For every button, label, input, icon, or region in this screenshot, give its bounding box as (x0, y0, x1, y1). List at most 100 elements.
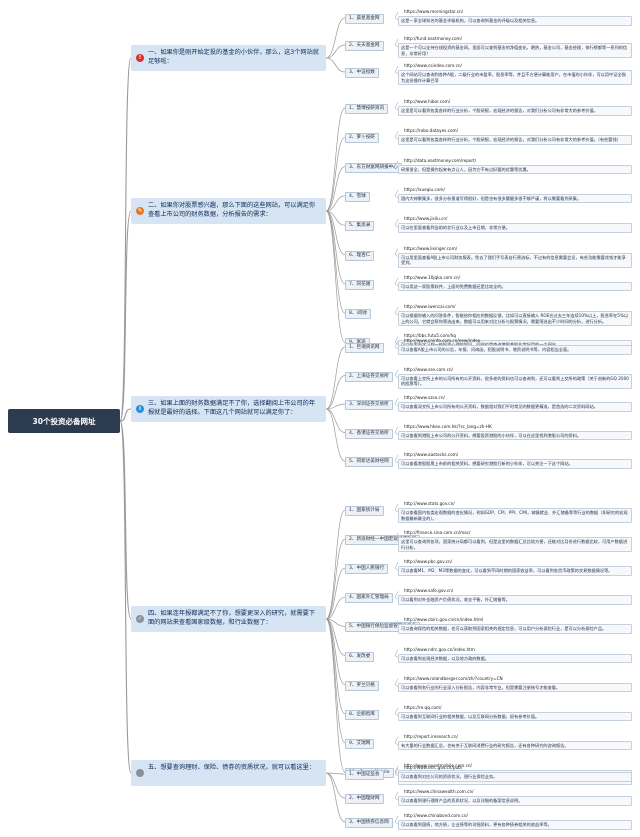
website-url-link[interactable]: http://www.10jqka.com.cn/ (404, 274, 461, 280)
website-description: 可以查看M1、M2、M3等数据的变化，可以看到不同时期的国家收益率，可以看到各货… (398, 566, 632, 576)
connector-line (325, 596, 346, 620)
connector-line (325, 618, 346, 627)
connector-line (394, 765, 399, 773)
sub-node: 2、天天基金网 (345, 41, 384, 51)
connector-line (394, 684, 399, 687)
connector-line (119, 210, 132, 422)
website-url-link[interactable]: https://re.qq.com/ (404, 704, 442, 710)
website-url-link[interactable]: http://report.iresearch.cn/ (404, 733, 458, 739)
sub-node: 7、罗兰贝格 (345, 680, 379, 691)
connector-line (325, 44, 346, 59)
branch-marker-icon: ✓ (136, 615, 144, 623)
connector-line (394, 369, 399, 376)
connector-line (394, 403, 399, 407)
website-url-link[interactable]: http://www.pbc.gov.cn/ (404, 559, 453, 565)
connector-line (394, 375, 399, 378)
sub-node: 4、香港证券交易所 (345, 428, 393, 439)
sub-node: 8、i问财 (345, 309, 371, 320)
website-url-link[interactable]: http://www.safe.gov.cn/ (404, 588, 454, 594)
connector-line (394, 713, 399, 716)
connector-line (394, 71, 399, 75)
connector-line (325, 375, 346, 410)
connector-line (394, 821, 399, 825)
connector-line (394, 254, 399, 257)
connector-line (394, 397, 399, 405)
branch-node-1: ! 一、如果你是刚开始定投的基金的小伙伴，那么，这3个网站就足够啦： (131, 45, 326, 71)
website-url-link[interactable]: https://bbs.futu5.com/hq (404, 333, 456, 339)
branch-marker-icon (136, 769, 144, 777)
connector-line (394, 426, 399, 433)
connector-line (394, 791, 399, 799)
connector-line (119, 420, 132, 620)
website-url-link[interactable]: http://finance.sina.com.cn/mac/ (404, 530, 471, 536)
website-url-link[interactable]: https://www.rolandberger.com/zh/?country… (404, 675, 503, 681)
connector-line (394, 655, 399, 658)
sub-node: 1、巨潮资讯网 (345, 343, 384, 353)
website-description: 可以查看到国债，地方债，企业债等的详细资料，更有各种债券相关的收益率等。 (398, 820, 632, 830)
website-url-link[interactable]: http://data.eastmoney.com/report/ (404, 157, 477, 163)
website-url-link[interactable]: http://www.chinabond.com.cn/ (404, 813, 468, 818)
connector-line (394, 707, 399, 714)
sub-node: 9、艾瑞网 (345, 738, 375, 749)
sub-node: 5、集思录 (345, 221, 375, 232)
website-url-link[interactable]: https://xueqiu.com/ (404, 186, 445, 192)
connector-line (394, 224, 399, 228)
sub-node: 4、国家外汇管理局 (345, 593, 393, 604)
connector-line (394, 773, 399, 777)
website-url-link[interactable]: https://www.chinawealth.com.cn/ (404, 789, 474, 794)
branch-label: 一、如果你是刚开始定投的基金的小伙伴，那么，这3个网站就足够啦： (148, 49, 319, 65)
connector-line (394, 503, 399, 511)
connector-line (394, 342, 399, 345)
website-url-link[interactable]: http://www.iwencai.com/ (404, 304, 456, 310)
connector-line (394, 649, 399, 656)
website-description: 可以查看A股上市公司的公告，年报、问询函，招股说明书、增资说明书等，内容相当全面… (398, 345, 632, 355)
connector-line (394, 312, 399, 316)
connector-line (394, 283, 399, 287)
website-url-link[interactable]: http://www.ndrc.gov.cn/index.htm (404, 646, 475, 652)
website-url-link[interactable]: http://www.hibor.com/ (404, 99, 451, 104)
website-description: 这是一家全球知名的基金评级机构，可以查询到基金的评级以及相关信息。 (398, 16, 632, 26)
website-url-link[interactable]: http://fund.eastmoney.com/ (404, 36, 463, 41)
website-description: 可以查询保险的相关数据，也可以获取到国家相关的规定信息，可以用户分析保险行业，是… (398, 624, 632, 634)
website-url-link[interactable]: https://www.hkex.com.hk/?sc_lang=zh-HK (404, 423, 492, 429)
connector-line (325, 408, 346, 462)
website-url-link[interactable]: http://www.aastocks.com/ (404, 452, 459, 457)
website-description: 可以用里面查看A股上市公司财务报表，免去了我们手写表自行筛选标，不过有的信息需要… (398, 252, 632, 268)
website-description: 可以查看深交所上市公司所有的公开资料，数据相对我们平时常见的数据更精准，是首选的… (398, 402, 632, 412)
website-description: 可以看到对外金融资产负债状况，收支平衡，外汇储备等。 (398, 595, 632, 605)
website-url-link[interactable]: https://www.jisilu.cn/ (404, 216, 448, 222)
website-url-link[interactable]: http://www.csindex.com.cn/ (404, 63, 462, 68)
website-url-link[interactable]: http://www.szse.cn/ (404, 395, 445, 400)
connector-line (394, 189, 399, 197)
website-url-link[interactable]: https://www.morningstar.cn/ (404, 9, 464, 14)
website-url-link[interactable]: http://www.cninfo.com.cn/new/index (404, 338, 481, 343)
sub-node: 6、理杏仁 (345, 250, 375, 261)
connector-line (325, 618, 346, 773)
website-url-link[interactable]: http://www.stats.gov.cn/ (404, 501, 455, 506)
connector-line (325, 57, 346, 73)
connector-line (325, 136, 346, 212)
connector-line (394, 346, 399, 350)
connector-line (325, 17, 346, 59)
website-url-link[interactable]: http://www.csrc.gov.cn/pub/ (404, 765, 463, 770)
connector-line (394, 736, 399, 743)
website-url-link[interactable]: https://robo.datayes.com/ (404, 128, 459, 134)
connector-line (394, 562, 399, 569)
branch-node-4: ✓四、如果连年报都满足不了你，想要更深入的研究，就需要下面的网站来查看国家级数据… (131, 606, 326, 632)
website-url-link[interactable]: http://www.sse.com.cn/ (404, 366, 453, 372)
connector-line (325, 166, 346, 212)
website-url-link[interactable]: https://www.lixinger.com/ (404, 245, 458, 251)
website-url-link[interactable]: http://www.questmobile.com.cn/ (404, 762, 472, 768)
branch-label: 三、如果上面的财务数据满足不了你，选择翻阅上市公司的年报就是最好的选择。下面这几… (148, 400, 316, 416)
sub-node: 1、慧博投研资讯 (345, 104, 389, 114)
branch-marker-icon: ! (136, 54, 144, 62)
sub-node: 2、上海证券交易所 (345, 371, 393, 382)
website-description: 可以查看国内各类宏观数据的变化情况，例如GDP、CPI、PPI、CMI，城镇就业… (398, 508, 632, 524)
connector-line (394, 815, 399, 823)
website-url-link[interactable]: http://www.cbirc.gov.cn/cn/index.html (404, 617, 484, 623)
sub-node: 3、东方财富网研报中心 (345, 162, 402, 173)
website-description: 研报很全，但是操作起来有点让人，因为它不有过好要的优惠等优惠。 (398, 164, 632, 175)
sub-node: 2、中国理财网 (345, 794, 384, 804)
connector-line (325, 210, 346, 285)
